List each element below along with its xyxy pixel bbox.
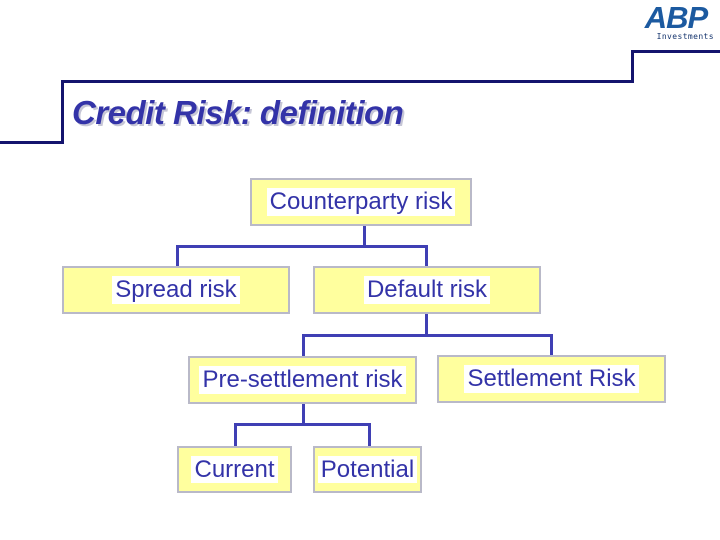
connector-drop-spread	[176, 245, 179, 268]
node-spread-risk: Spread risk	[62, 266, 290, 314]
node-label: Current	[191, 455, 278, 484]
node-counterparty-risk: Counterparty risk	[250, 178, 472, 226]
node-label: Default risk	[363, 276, 491, 304]
logo-wordmark: ABP	[644, 0, 708, 35]
node-pre-settlement-risk: Pre-settlement risk	[188, 356, 417, 404]
slide-title: Credit Risk: definition	[72, 94, 404, 131]
connector-drop-presettlement	[302, 334, 305, 358]
frame-line-bottom-left	[0, 141, 64, 144]
frame-line-title-top	[61, 80, 634, 83]
frame-line-title-left	[61, 80, 64, 144]
node-label: Potential	[317, 455, 418, 484]
node-label: Counterparty risk	[266, 188, 456, 216]
connector-counterparty-stem	[363, 226, 366, 247]
connector-drop-current	[234, 423, 237, 448]
node-default-risk: Default risk	[313, 266, 541, 314]
connector-default-stem	[425, 314, 428, 336]
node-label: Pre-settlement risk	[199, 366, 406, 394]
frame-line-step-vertical	[631, 50, 634, 83]
connector-row3-horizontal	[234, 423, 371, 426]
connector-drop-default	[425, 245, 428, 268]
connector-row2-horizontal	[302, 334, 553, 337]
node-settlement-risk: Settlement Risk	[437, 355, 666, 403]
node-label: Settlement Risk	[464, 365, 639, 393]
logo-tagline: Investments	[656, 32, 714, 41]
node-potential: Potential	[313, 446, 422, 493]
connector-presettlement-stem	[302, 404, 305, 425]
connector-row1-horizontal	[176, 245, 428, 248]
connector-drop-potential	[368, 423, 371, 448]
node-current: Current	[177, 446, 292, 493]
abp-investments-logo: ABP Investments	[638, 2, 714, 41]
connector-drop-settlement	[550, 334, 553, 357]
frame-line-top-right	[631, 50, 720, 53]
node-label: Spread risk	[112, 276, 240, 304]
